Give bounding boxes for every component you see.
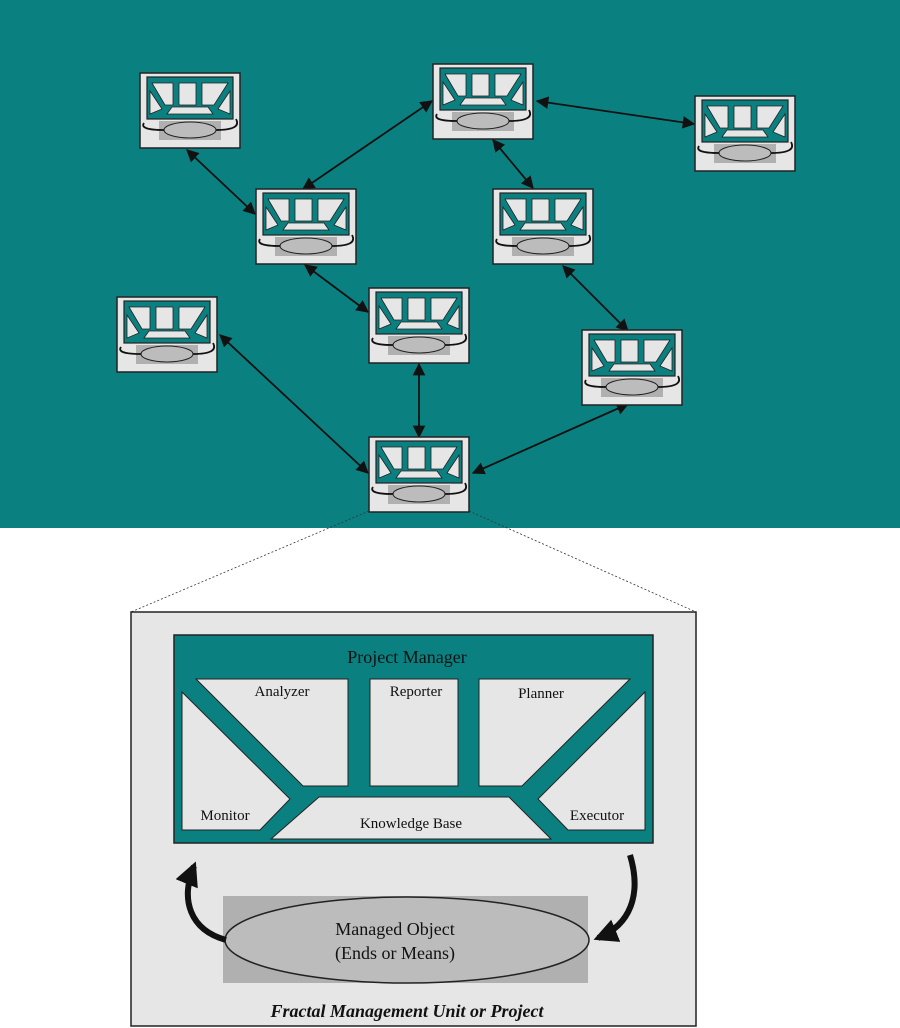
link-arrow bbox=[186, 149, 256, 215]
knowledge-base-box bbox=[269, 796, 553, 840]
feedback-arrow-left bbox=[175, 861, 227, 943]
link-arrow bbox=[471, 402, 630, 475]
planner-box bbox=[478, 678, 632, 787]
executor-box bbox=[537, 690, 646, 831]
managed-object-sublabel: (Ends or Means) bbox=[335, 943, 455, 964]
project-manager-label: Project Manager bbox=[347, 647, 466, 667]
analyzer-label: Analyzer bbox=[255, 684, 310, 700]
network-links bbox=[186, 96, 696, 475]
link-arrow bbox=[535, 96, 696, 129]
fractal-unit-node bbox=[432, 63, 534, 140]
planner-label: Planner bbox=[518, 686, 564, 702]
fractal-unit-node bbox=[116, 296, 218, 373]
fractal-unit-node bbox=[255, 188, 357, 265]
fractal-unit-node bbox=[581, 329, 683, 406]
caption: Fractal Management Unit or Project bbox=[269, 1001, 544, 1021]
link-arrow bbox=[492, 139, 534, 189]
fractal-unit-node bbox=[139, 72, 241, 149]
link-arrow bbox=[301, 100, 434, 190]
fractal-unit-node bbox=[368, 287, 470, 364]
executor-label: Executor bbox=[570, 808, 624, 824]
zoom-line-left bbox=[130, 510, 370, 613]
managed-object-label: Managed Object bbox=[335, 919, 454, 939]
fractal-unit-node bbox=[694, 95, 796, 172]
zoom-line-right bbox=[468, 510, 697, 613]
analyzer-box bbox=[194, 678, 349, 787]
reporter-label: Reporter bbox=[390, 684, 442, 700]
managed-object-ellipse bbox=[224, 896, 590, 984]
monitor-box bbox=[181, 690, 291, 831]
fractal-unit-node bbox=[492, 188, 594, 265]
link-arrow bbox=[562, 265, 629, 332]
link-arrow bbox=[219, 334, 369, 474]
fractal-unit-detail: Project Manager Analyzer Reporter Planne… bbox=[130, 611, 697, 1027]
monitor-label: Monitor bbox=[200, 808, 249, 824]
feedback-arrow-right bbox=[593, 854, 638, 942]
knowledge-base-label: Knowledge Base bbox=[360, 816, 462, 832]
fractal-unit-node bbox=[368, 436, 470, 513]
reporter-box bbox=[369, 678, 459, 787]
link-arrow bbox=[303, 264, 370, 313]
